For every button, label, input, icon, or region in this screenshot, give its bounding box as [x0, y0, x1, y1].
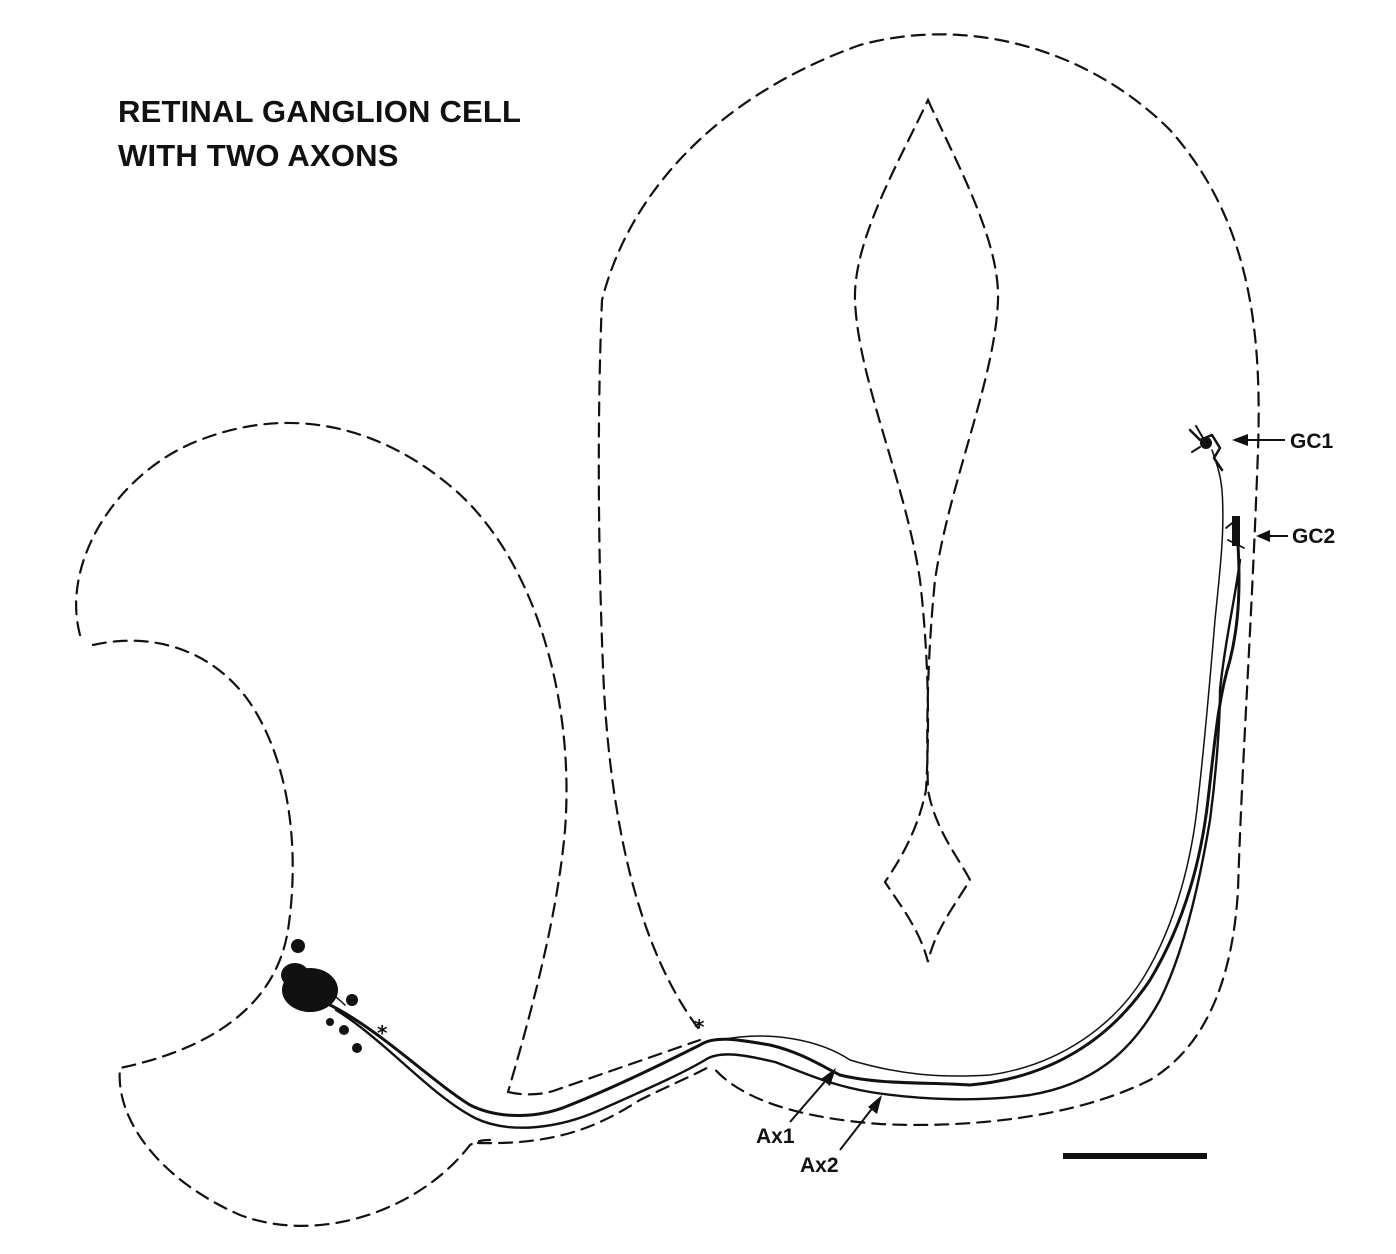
gc2-arrowhead [1256, 530, 1270, 542]
gc2-cell-body [1225, 516, 1245, 549]
terminal-arbor [281, 939, 362, 1053]
ax1-label: Ax1 [756, 1125, 795, 1148]
scale-bar [1063, 1153, 1207, 1159]
right-brain-outline [597, 33, 1260, 1126]
title-line-1: RETINAL GANGLION CELL [118, 94, 521, 129]
chiasm-asterisk: * [694, 1015, 705, 1039]
ax2-arrow [839, 1105, 875, 1151]
axon-1-strand [719, 449, 1224, 1077]
ax2-arrowhead [868, 1095, 882, 1114]
title-line-2: WITH TWO AXONS [118, 138, 399, 173]
axon-2-path [334, 558, 1242, 1129]
lower-channel-outline [476, 1063, 714, 1145]
gc1-cell-body [1188, 425, 1224, 472]
ax1-arrowhead [821, 1068, 836, 1086]
ventricle-outline [853, 97, 1000, 963]
gc2-label: GC2 [1292, 525, 1335, 548]
axon-1-path [328, 543, 1241, 1117]
ax1-arrow [789, 1077, 829, 1123]
gc1-label: GC1 [1290, 430, 1334, 453]
tectum-asterisk: * [377, 1021, 388, 1045]
left-brain-outline [75, 421, 702, 1227]
gc1-arrowhead [1232, 434, 1248, 446]
ax2-label: Ax2 [800, 1154, 839, 1177]
